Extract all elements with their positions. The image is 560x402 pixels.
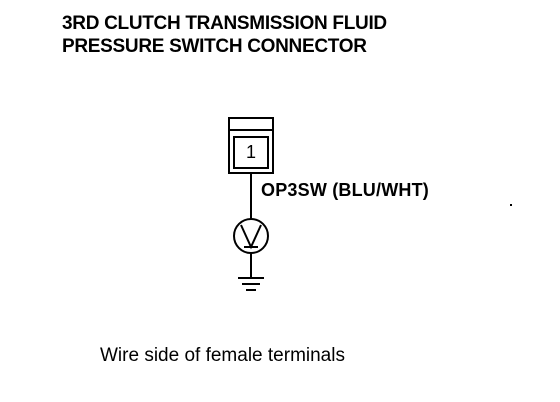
terminal-number: 1 [245, 142, 256, 162]
title-line-2: PRESSURE SWITCH CONNECTOR [62, 36, 367, 57]
diagram-title: 3RD CLUTCH TRANSMISSION FLUID PRESSURE S… [62, 12, 387, 58]
scan-artifact-dot [510, 204, 512, 206]
terminal-1-cavity [233, 136, 269, 169]
ground-icon [238, 277, 264, 291]
wire-label: OP3SW (BLU/WHT) [261, 180, 429, 200]
diagram-caption: Wire side of female terminals [100, 345, 345, 366]
voltmeter-icon [233, 218, 269, 254]
title-line-1: 3RD CLUTCH TRANSMISSION FLUID [62, 13, 387, 34]
